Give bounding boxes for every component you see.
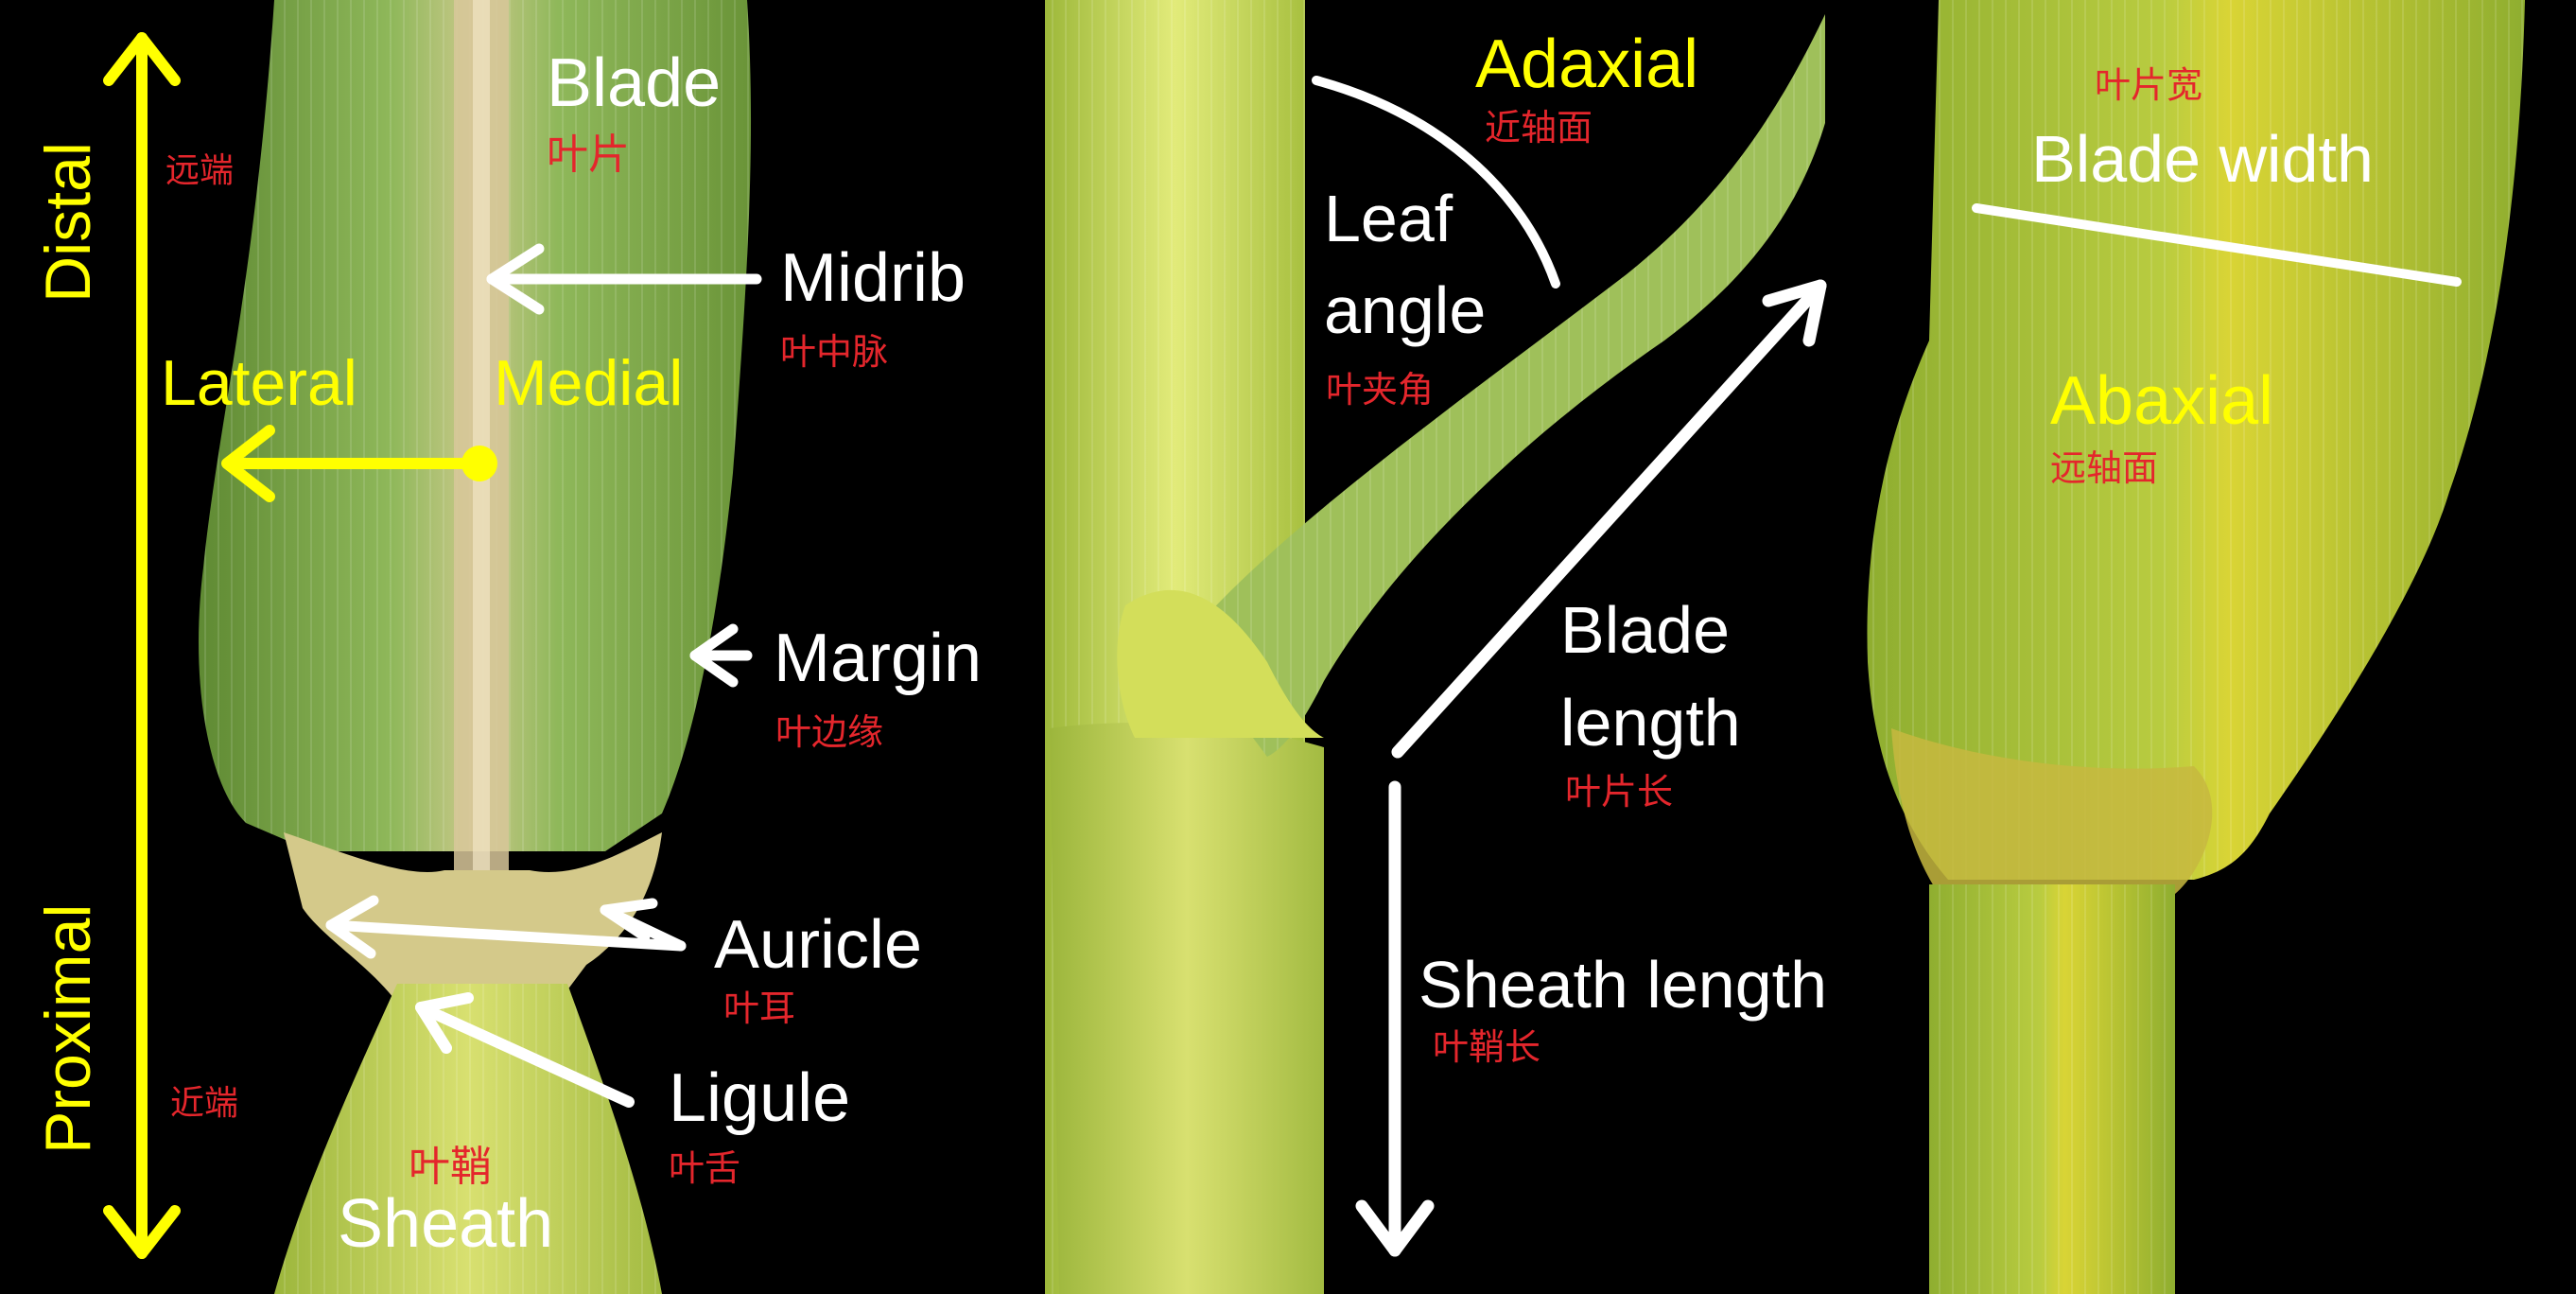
label-sheath-cn: 叶鞘	[409, 1144, 492, 1190]
label-blade-length-line2: length	[1560, 686, 1741, 760]
distal-proximal-axis-arrow	[103, 32, 181, 1259]
label-adaxial-cn: 近轴面	[1485, 109, 1593, 149]
label-abaxial: Abaxial	[2050, 363, 2273, 439]
label-abaxial-cn: 远轴面	[2050, 449, 2158, 489]
label-sheath: Sheath	[338, 1186, 553, 1262]
margin-arrow	[689, 623, 753, 688]
label-proximal: Proximal	[32, 904, 104, 1155]
label-margin: Margin	[774, 621, 982, 696]
label-auricle-cn: 叶耳	[723, 989, 795, 1029]
label-adaxial: Adaxial	[1475, 26, 1698, 102]
label-ligule: Ligule	[669, 1060, 850, 1136]
left-leaf-photo	[161, 0, 766, 1294]
label-ligule-cn: 叶舌	[669, 1149, 740, 1189]
label-blade-length-cn: 叶片长	[1565, 773, 1673, 813]
label-blade-length-line1: Blade	[1560, 593, 1730, 667]
label-proximal-cn: 近端	[170, 1083, 238, 1122]
sheath-length-arrow	[1355, 780, 1435, 1257]
label-midrib: Midrib	[780, 240, 966, 316]
label-sheath-length: Sheath length	[1419, 948, 1827, 1022]
right-collar	[1891, 728, 2213, 894]
label-blade-cn: 叶片	[547, 131, 630, 178]
label-blade: Blade	[547, 45, 721, 121]
label-blade-width-cn: 叶片宽	[2095, 66, 2202, 106]
label-auricle: Auricle	[714, 907, 922, 983]
middle-leaf-photo	[1045, 0, 1825, 1294]
label-leaf-angle-line2: angle	[1324, 273, 1486, 347]
middle-collar	[1117, 589, 1324, 738]
label-distal-cn: 远端	[165, 150, 234, 189]
right-leaf-photo	[1867, 0, 2525, 1294]
medial-point-marker	[461, 446, 497, 481]
blade-width-line	[1972, 203, 2462, 287]
blade-length-arrow	[1391, 279, 1827, 759]
middle-sheath	[1050, 723, 1324, 1294]
left-collar	[284, 832, 662, 1003]
lateral-medial-arrow	[221, 425, 483, 502]
ligule-arrow	[415, 992, 635, 1108]
label-midrib-cn: 叶中脉	[780, 333, 888, 373]
label-leaf-angle-line1: Leaf	[1324, 182, 1453, 255]
label-blade-width: Blade width	[2031, 122, 2374, 196]
label-lateral: Lateral	[161, 347, 357, 419]
label-distal: Distal	[32, 142, 104, 303]
label-sheath-length-cn: 叶鞘长	[1433, 1028, 1540, 1068]
label-leaf-angle-cn: 叶夹角	[1326, 371, 1434, 411]
midrib-arrow	[486, 243, 762, 315]
label-margin-cn: 叶边缘	[775, 713, 883, 753]
auricle-arrows	[325, 895, 687, 959]
leaf-angle-arc	[1312, 76, 1560, 289]
label-medial: Medial	[494, 347, 683, 419]
